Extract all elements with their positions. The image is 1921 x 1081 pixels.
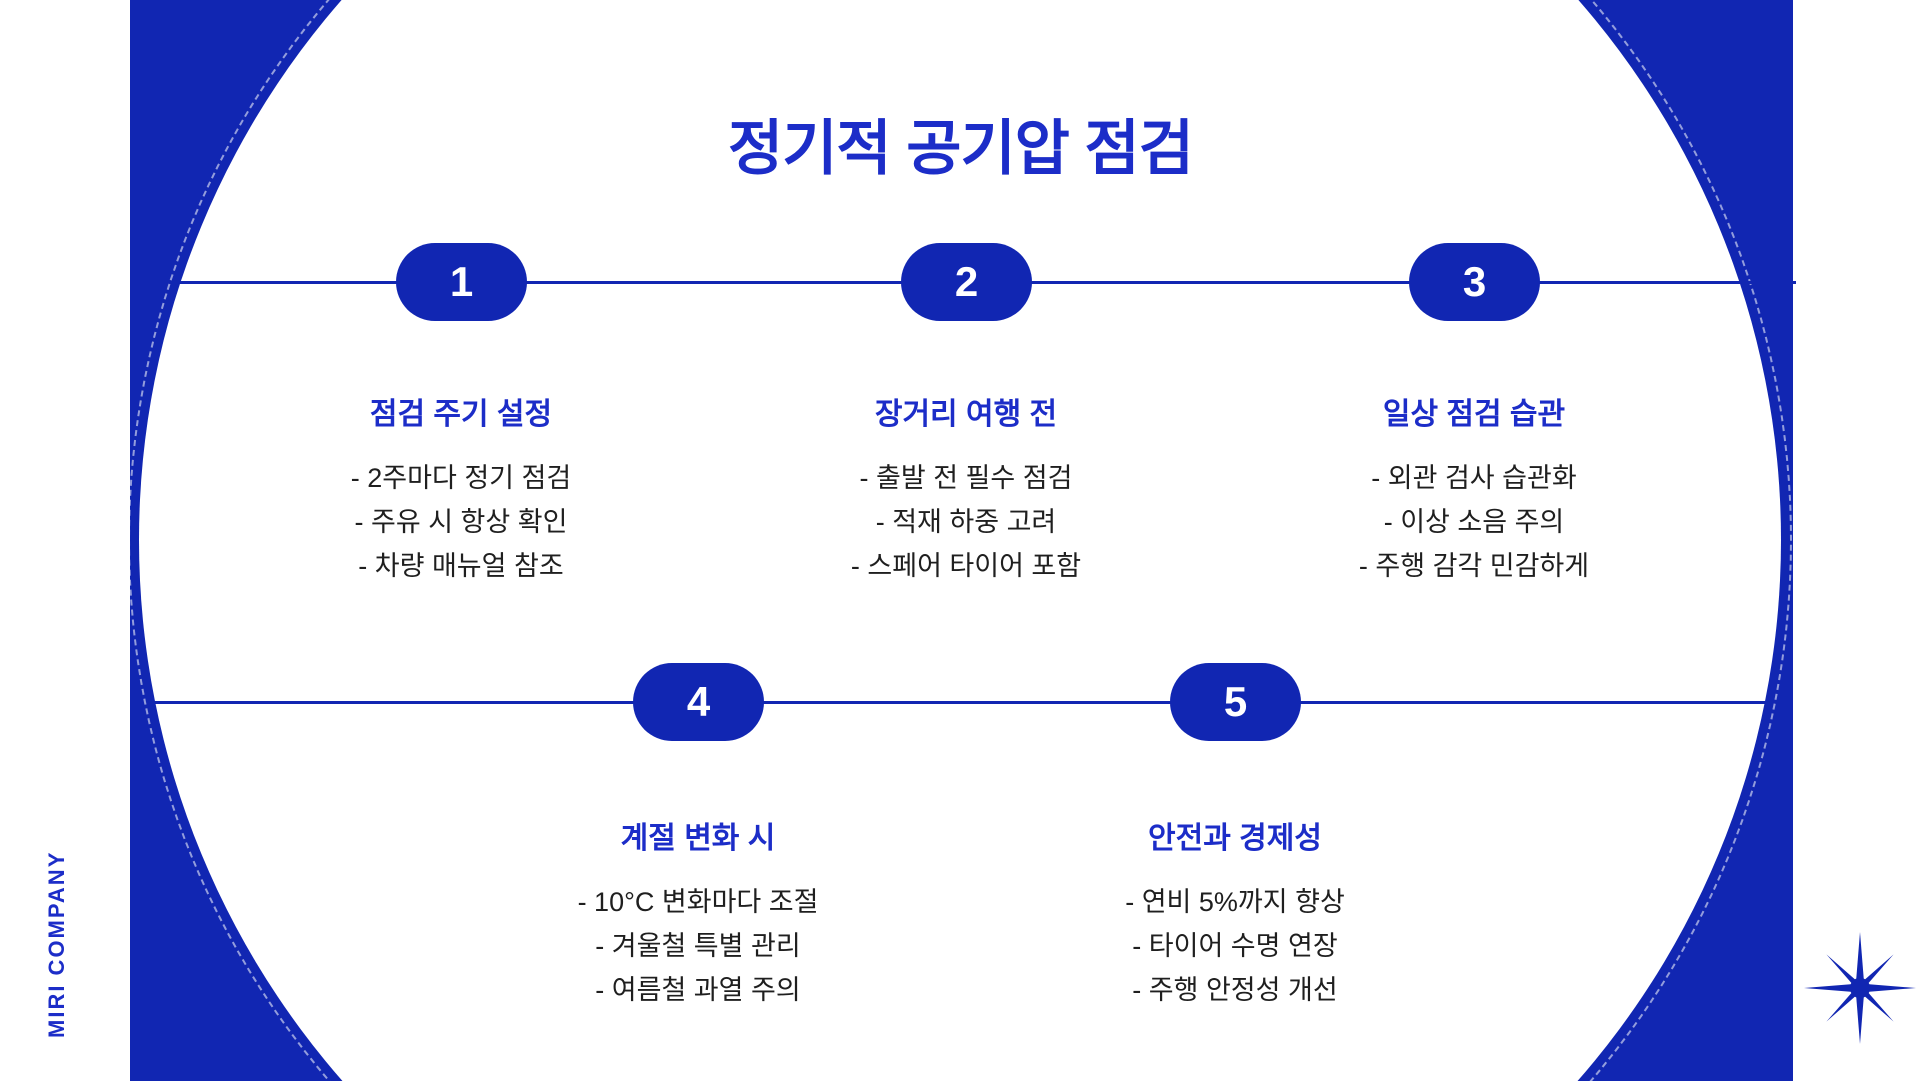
step-title: 안전과 경제성 xyxy=(1148,822,1322,855)
step-item: - 주유 시 항상 확인 xyxy=(354,507,568,537)
sparkle-icon xyxy=(1804,932,1916,1044)
step-number: 2 xyxy=(954,258,979,305)
step-section-2: 장거리 여행 전 - 출발 전 필수 점검 - 적재 하중 고려 - 스페어 타… xyxy=(746,395,1186,588)
dashed-ring-decoration xyxy=(128,0,1792,1081)
step-section-3: 일상 점검 습관 - 외관 검사 습관화 - 이상 소음 주의 - 주행 감각 … xyxy=(1254,395,1694,588)
step-badge-2: 2 xyxy=(901,243,1032,321)
step-item: - 이상 소음 주의 xyxy=(1383,507,1565,537)
step-item: - 주행 감각 민감하게 xyxy=(1358,551,1590,581)
step-title: 장거리 여행 전 xyxy=(874,398,1058,431)
step-item-list: - 출발 전 필수 점검 - 적재 하중 고려 - 스페어 타이어 포함 xyxy=(746,456,1186,588)
step-title: 계절 변화 시 xyxy=(620,822,776,855)
step-badge-3: 3 xyxy=(1409,243,1540,321)
step-item: - 차량 매뉴얼 참조 xyxy=(358,551,564,581)
step-badge-5: 5 xyxy=(1170,663,1301,741)
step-item: - 겨울철 특별 관리 xyxy=(595,931,801,961)
step-badge-1: 1 xyxy=(396,243,527,321)
step-item: - 외관 검사 습관화 xyxy=(1371,463,1577,493)
brand-label: MIRI COMPANY xyxy=(44,850,69,1038)
step-title: 일상 점검 습관 xyxy=(1382,398,1566,431)
step-item: - 연비 5%까지 향상 xyxy=(1125,887,1345,917)
step-number: 3 xyxy=(1462,258,1487,305)
white-circle-background xyxy=(139,0,1781,1081)
step-item: - 스페어 타이어 포함 xyxy=(850,551,1082,581)
step-item-list: - 10°C 변화마다 조절 - 겨울철 특별 관리 - 여름철 과열 주의 xyxy=(478,880,918,1012)
step-number: 4 xyxy=(686,678,711,725)
step-badge-4: 4 xyxy=(633,663,764,741)
page-title: 정기적 공기압 점검 xyxy=(728,115,1194,182)
timeline-line-2 xyxy=(155,701,1766,704)
step-item-list: - 외관 검사 습관화 - 이상 소음 주의 - 주행 감각 민감하게 xyxy=(1254,456,1694,588)
step-title: 점검 주기 설정 xyxy=(369,398,553,431)
step-item-list: - 2주마다 정기 점검 - 주유 시 항상 확인 - 차량 매뉴얼 참조 xyxy=(241,456,681,588)
step-item: - 10°C 변화마다 조절 xyxy=(577,887,819,917)
step-item: - 여름철 과열 주의 xyxy=(595,975,801,1005)
step-item-list: - 연비 5%까지 향상 - 타이어 수명 연장 - 주행 안정성 개선 xyxy=(1015,880,1455,1012)
step-section-4: 계절 변화 시 - 10°C 변화마다 조절 - 겨울철 특별 관리 - 여름철… xyxy=(478,819,918,1012)
step-item: - 타이어 수명 연장 xyxy=(1132,931,1338,961)
step-item: - 적재 하중 고려 xyxy=(875,507,1057,537)
step-item: - 2주마다 정기 점검 xyxy=(350,463,572,493)
step-number: 1 xyxy=(449,258,474,305)
step-number: 5 xyxy=(1223,678,1248,725)
step-section-1: 점검 주기 설정 - 2주마다 정기 점검 - 주유 시 항상 확인 - 차량 … xyxy=(241,395,681,588)
step-section-5: 안전과 경제성 - 연비 5%까지 향상 - 타이어 수명 연장 - 주행 안정… xyxy=(1015,819,1455,1012)
step-item: - 주행 안정성 개선 xyxy=(1132,975,1338,1005)
step-item: - 출발 전 필수 점검 xyxy=(859,463,1073,493)
